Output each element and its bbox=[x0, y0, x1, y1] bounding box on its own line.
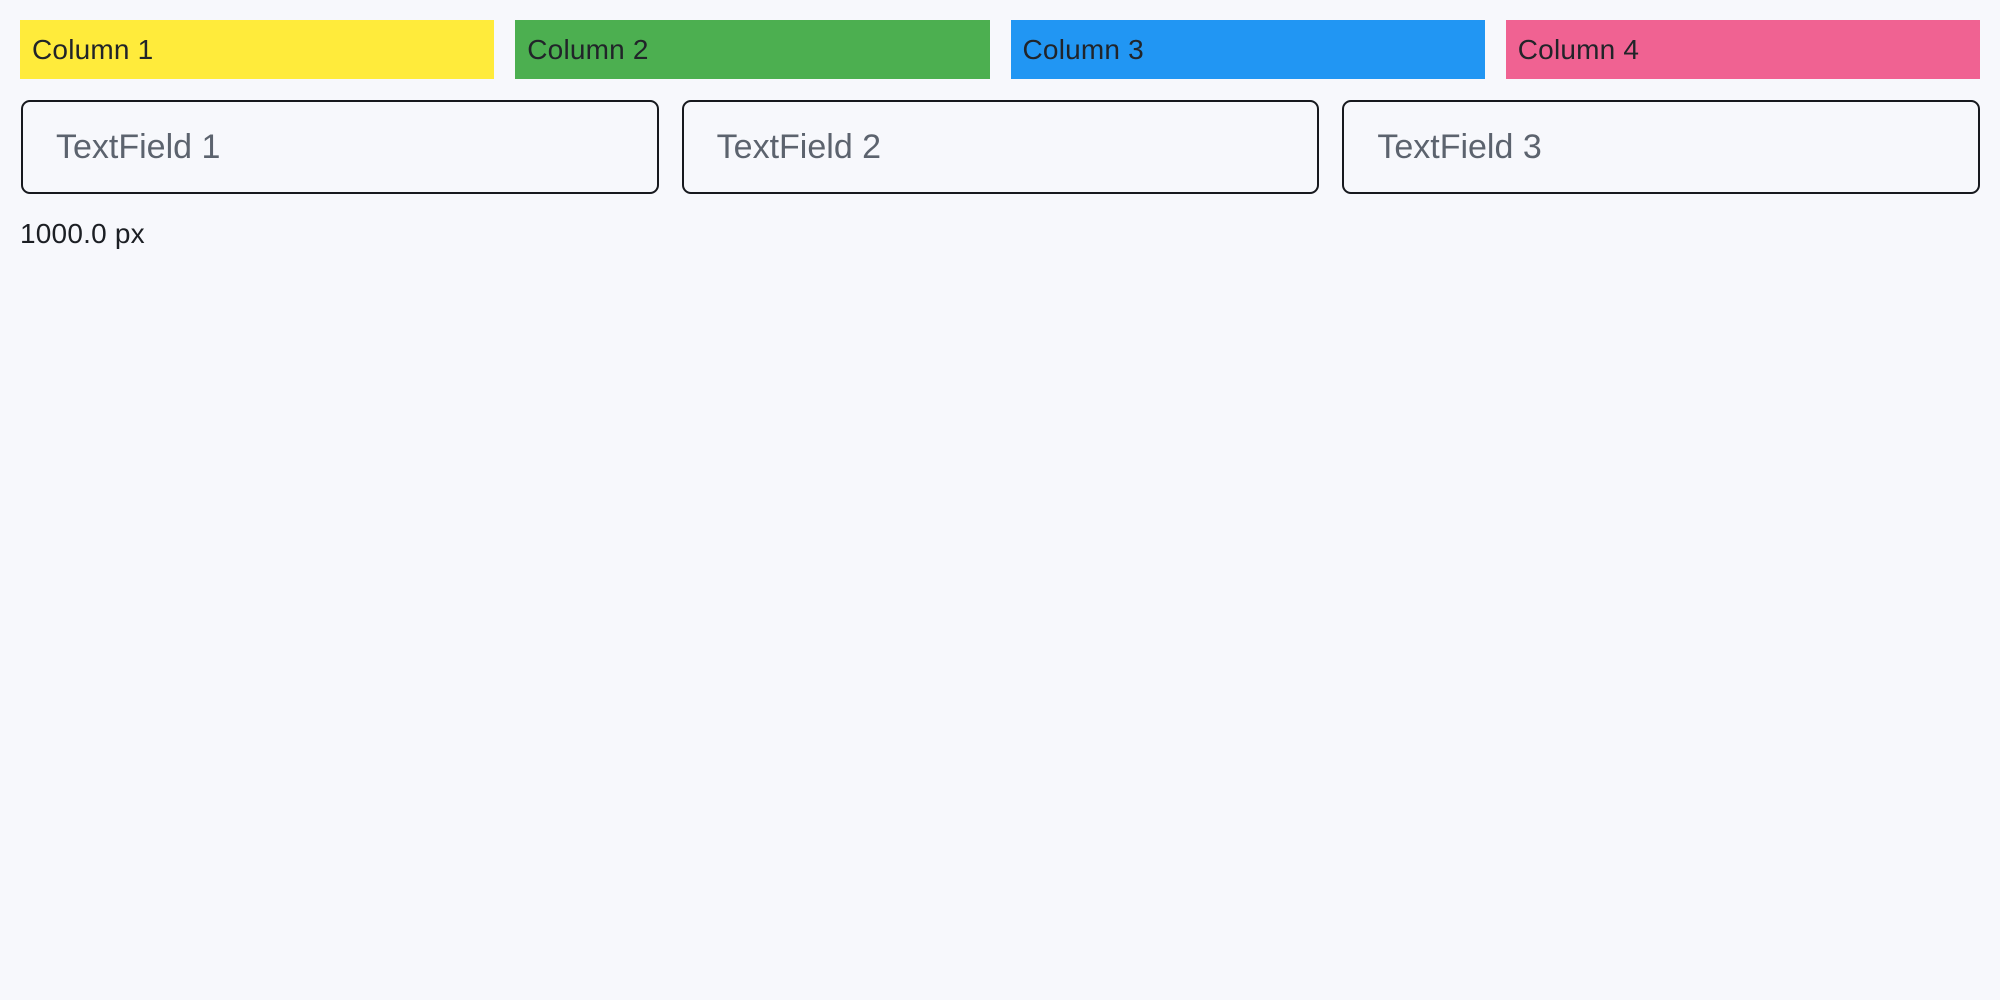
column-header-4-label: Column 4 bbox=[1517, 33, 1640, 65]
column-header-2-label: Column 2 bbox=[527, 33, 649, 65]
column-header-1-label: Column 1 bbox=[32, 33, 154, 65]
textfield-1[interactable] bbox=[21, 100, 659, 194]
column-header-1: Column 1 bbox=[20, 20, 495, 79]
column-header-3: Column 3 bbox=[1010, 20, 1485, 79]
column-header-3-label: Column 3 bbox=[1022, 33, 1144, 65]
column-header-4: Column 4 bbox=[1505, 20, 1980, 79]
textfield-3[interactable] bbox=[1342, 100, 1981, 194]
textfield-1-input[interactable] bbox=[23, 102, 657, 192]
column-headers-row: Column 1 Column 2 Column 3 Column 4 bbox=[0, 0, 2000, 79]
textfield-2-input[interactable] bbox=[683, 102, 1318, 192]
textfield-2[interactable] bbox=[681, 100, 1320, 194]
text-fields-row bbox=[0, 79, 2000, 194]
width-label: 1000.0 px bbox=[20, 218, 145, 249]
textfield-3-input[interactable] bbox=[1344, 102, 1979, 192]
column-header-2: Column 2 bbox=[515, 20, 990, 79]
